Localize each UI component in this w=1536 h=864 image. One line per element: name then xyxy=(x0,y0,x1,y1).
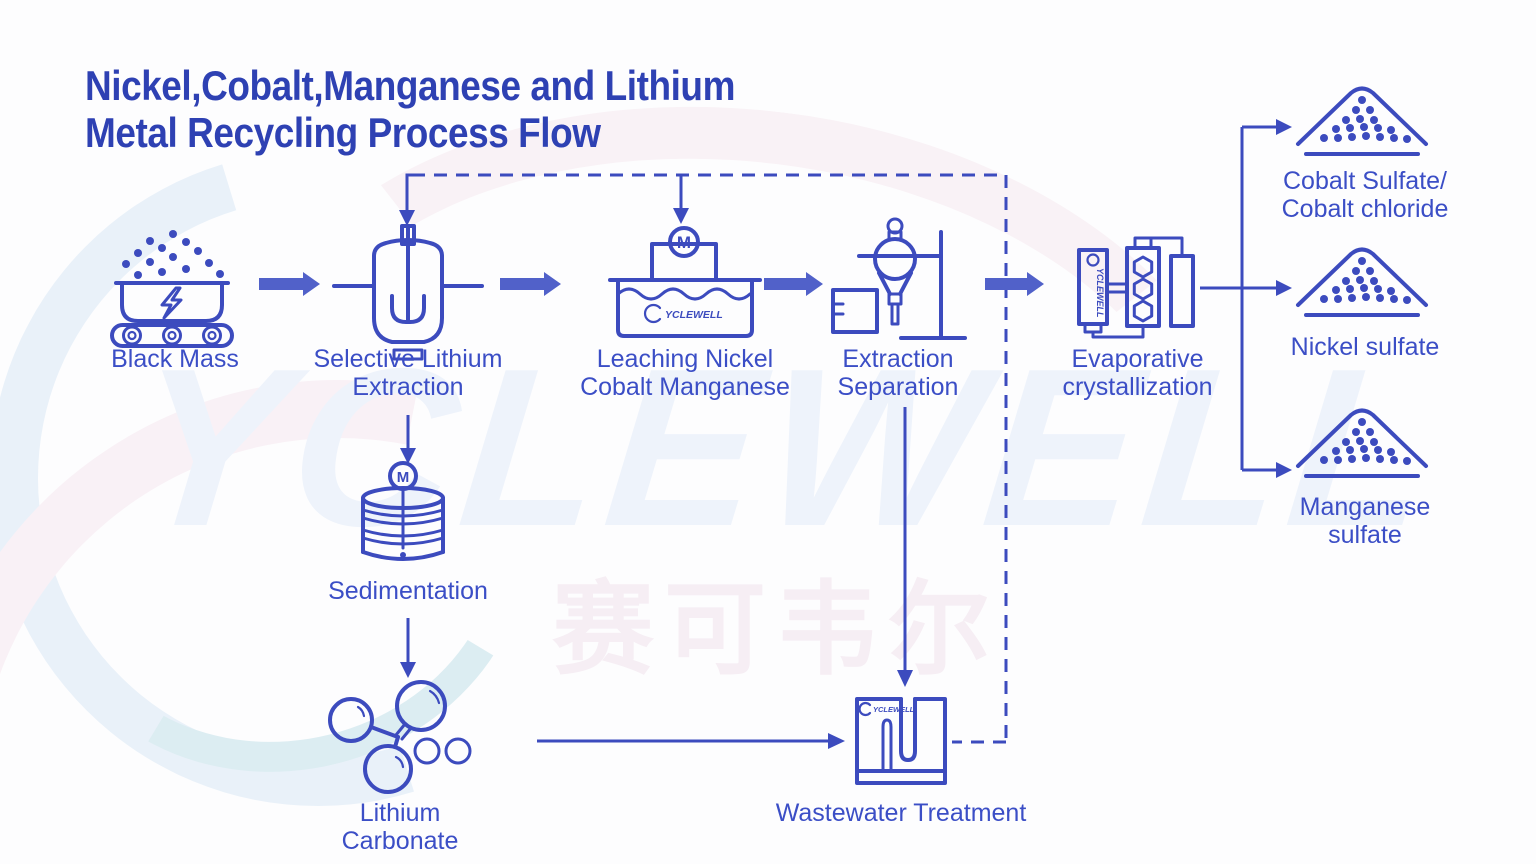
arrow-blackmass-to-extraction xyxy=(259,272,320,296)
lithium-carbonate-label: Lithium Carbonate xyxy=(341,799,459,855)
page-title: Nickel,Cobalt,Manganese and Lithium Meta… xyxy=(85,62,735,156)
extraction-separation-icon xyxy=(831,217,967,340)
arrow-extraction-to-sedimentation xyxy=(400,415,416,464)
cyclewell-logo-text: YCLEWELL xyxy=(873,705,915,714)
wastewater-treatment-icon: YCLEWELL xyxy=(855,697,947,785)
lithium-carbonate-icon xyxy=(328,680,472,794)
evaporative-crystallization-icon: YCLEWELL xyxy=(1077,236,1195,339)
arrow-leaching-to-separation xyxy=(764,272,823,296)
selective-lithium-extraction-icon xyxy=(332,224,484,361)
black-mass-icon xyxy=(110,230,234,348)
evaporative-crystallization-label: Evaporative crystallization xyxy=(1062,345,1213,401)
extraction-separation-label: Extraction Separation xyxy=(837,345,959,401)
manganese-sulfate-icon xyxy=(1296,408,1428,478)
arrow-separation-to-wastewater xyxy=(897,407,913,687)
arrow-lithium-to-wastewater xyxy=(537,733,845,749)
cyclewell-logo-text-vertical: YCLEWELL xyxy=(1095,268,1105,318)
cobalt-sulfate-icon xyxy=(1296,86,1428,156)
page-title-line1: Nickel,Cobalt,Manganese and Lithium xyxy=(85,62,735,109)
cobalt-sulfate-label: Cobalt Sulfate/ Cobalt chloride xyxy=(1281,167,1449,223)
recycle-dashed-loop xyxy=(412,173,1008,744)
recycle-arrow-to-extraction xyxy=(399,173,415,226)
cyclewell-logo-text: YCLEWELL xyxy=(665,309,723,321)
selective-lithium-extraction-label: Selective Lithium Extraction xyxy=(313,345,503,401)
motor-letter: M xyxy=(397,469,410,486)
arrow-extraction-to-leaching xyxy=(500,272,561,296)
sedimentation-icon: M xyxy=(361,461,445,561)
nickel-sulfate-label: Nickel sulfate xyxy=(1290,333,1440,361)
arrow-sedimentation-to-lithium xyxy=(400,618,416,678)
arrow-separation-to-evaporative xyxy=(985,272,1044,296)
leaching-icon: M YCLEWELL xyxy=(608,226,762,338)
wastewater-treatment-label: Wastewater Treatment xyxy=(775,799,1027,827)
manganese-sulfate-label: Manganese sulfate xyxy=(1299,493,1431,549)
recycle-arrow-to-leaching xyxy=(673,175,689,224)
leaching-label: Leaching Nickel Cobalt Manganese xyxy=(580,345,790,401)
black-mass-label: Black Mass xyxy=(111,345,239,373)
nickel-sulfate-icon xyxy=(1296,247,1428,317)
motor-letter: M xyxy=(677,233,691,252)
output-branch xyxy=(1200,119,1292,478)
sedimentation-label: Sedimentation xyxy=(328,577,488,605)
page-title-line2: Metal Recycling Process Flow xyxy=(85,109,601,156)
